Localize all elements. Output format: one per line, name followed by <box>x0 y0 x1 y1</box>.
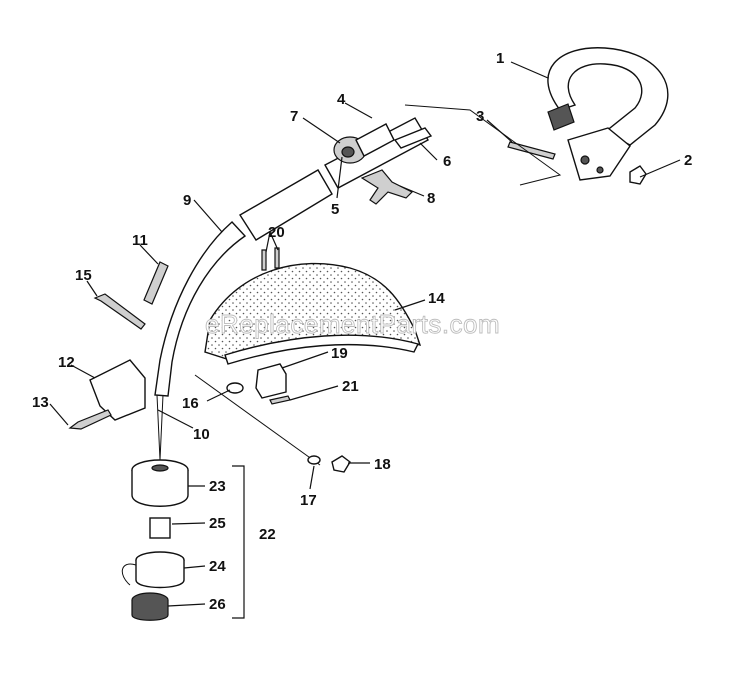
callout-22: 22 <box>259 526 276 543</box>
long-screw <box>93 293 146 330</box>
leader-lines <box>49 61 681 607</box>
callout-23: 23 <box>209 478 226 495</box>
handle-bolt <box>507 141 556 160</box>
guard-clamp-block <box>255 363 287 399</box>
loop-handle <box>547 47 669 181</box>
callout-7: 7 <box>290 108 298 125</box>
mount-bolt <box>68 409 112 430</box>
wing-nut <box>629 165 647 185</box>
lower-curved-shaft <box>154 221 247 397</box>
shaft-tube-middle <box>239 169 333 241</box>
guard-wing-nut <box>331 455 351 473</box>
spool-spring <box>149 517 171 539</box>
callout-9: 9 <box>183 192 191 209</box>
shaft-tip <box>156 394 164 461</box>
callout-26: 26 <box>209 596 226 613</box>
guard-screws <box>261 247 280 271</box>
callout-20: 20 <box>268 224 285 241</box>
head-assembly-bracket <box>232 465 245 619</box>
callout-5: 5 <box>331 201 339 218</box>
watermark-text: eReplacementParts.com <box>205 309 500 339</box>
callout-18: 18 <box>374 456 391 473</box>
callout-4: 4 <box>337 91 346 108</box>
callout-17: 17 <box>300 492 317 509</box>
callout-1: 1 <box>496 50 504 67</box>
callout-12: 12 <box>58 354 75 371</box>
callout-25: 25 <box>209 515 226 532</box>
callout-14: 14 <box>428 290 445 307</box>
callout-19: 19 <box>331 345 348 362</box>
callout-numbers: 1 2 3 4 5 6 7 8 9 10 11 12 13 14 15 16 1… <box>32 50 692 613</box>
throttle-cable <box>404 104 562 186</box>
callout-8: 8 <box>427 190 435 207</box>
guard-edge <box>224 334 420 365</box>
callout-13: 13 <box>32 394 49 411</box>
spool-housing <box>131 459 189 507</box>
guard-pivot <box>194 374 321 466</box>
guard-washer <box>226 382 244 394</box>
shaft-sleeve <box>143 261 169 305</box>
callout-3: 3 <box>476 108 484 125</box>
callout-15: 15 <box>75 267 92 284</box>
clamp-bracket <box>393 127 433 149</box>
callout-11: 11 <box>132 232 148 249</box>
trimmer-spool <box>121 551 185 589</box>
shaft-clamp <box>333 123 395 164</box>
clamp-screws <box>269 395 291 405</box>
mount-bracket <box>89 359 146 421</box>
small-washer <box>307 455 321 465</box>
callout-10: 10 <box>193 426 210 443</box>
callout-16: 16 <box>182 395 199 412</box>
callout-24: 24 <box>209 558 226 575</box>
callout-2: 2 <box>684 152 692 169</box>
clamp-knob <box>360 169 414 205</box>
callout-21: 21 <box>342 378 359 395</box>
bump-knob <box>131 592 169 621</box>
callout-6: 6 <box>443 153 451 170</box>
